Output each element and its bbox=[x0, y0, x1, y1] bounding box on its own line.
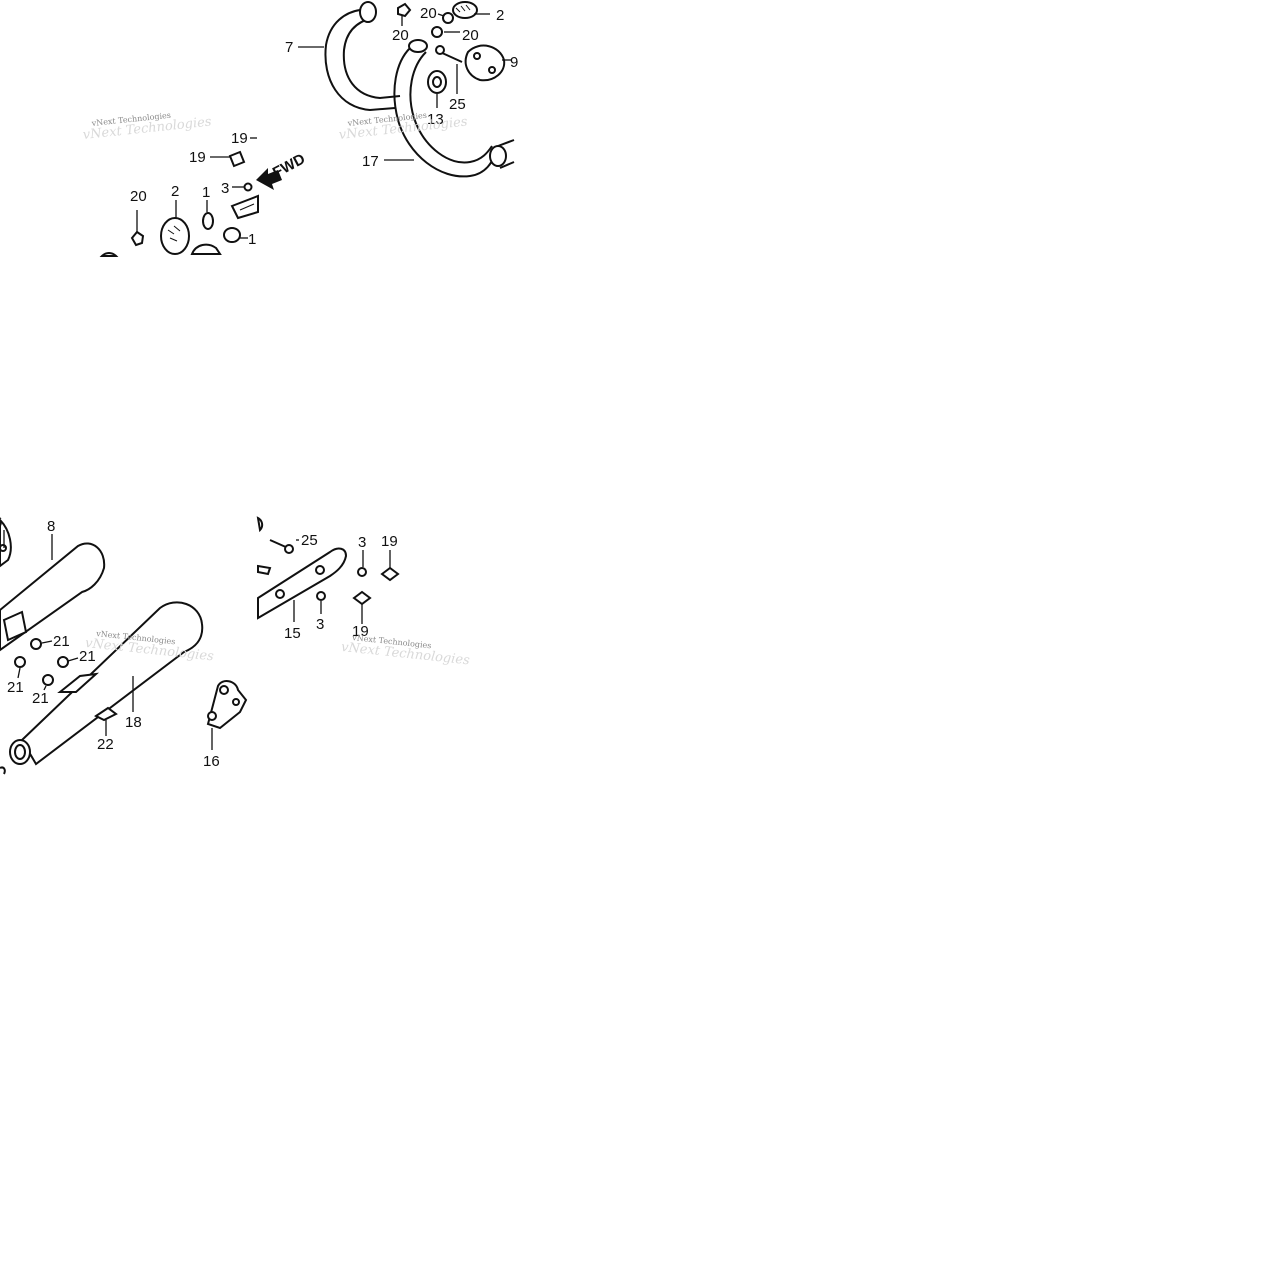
callout-6: 6 bbox=[0, 514, 2, 531]
nut-21-c bbox=[14, 656, 26, 668]
gasket-2-partial bbox=[99, 243, 222, 257]
callout-13: 13 bbox=[427, 111, 444, 128]
bolt-25-top bbox=[435, 45, 463, 63]
pipe-stub bbox=[230, 194, 259, 220]
callout-22: 22 bbox=[97, 736, 114, 753]
callout-3-right-a: 3 bbox=[358, 534, 366, 551]
joint-collar-13 bbox=[427, 70, 447, 94]
callout-25-right: 25 bbox=[301, 532, 318, 549]
callout-16: 16 bbox=[203, 753, 220, 770]
pipe-15 bbox=[257, 547, 348, 620]
callout-20-top-a: 20 bbox=[420, 5, 437, 22]
callout-19-left-b: 19 bbox=[189, 149, 206, 166]
nut-20-top-c bbox=[431, 26, 443, 38]
ring-1-left-a bbox=[202, 212, 214, 230]
callout-1-left-b: 1 bbox=[248, 231, 256, 248]
muffler-18 bbox=[0, 601, 204, 775]
gasket-2-top bbox=[452, 1, 478, 19]
callout-20-top-c: 20 bbox=[462, 27, 479, 44]
callout-1-left-a: 1 bbox=[202, 184, 210, 201]
callout-3-right-b: 3 bbox=[316, 616, 324, 633]
exhaust-pipe-17 bbox=[393, 39, 515, 178]
callout-21-d: 21 bbox=[32, 690, 49, 707]
nut-21-b bbox=[57, 656, 69, 668]
nut-21-a bbox=[30, 638, 42, 650]
bolt-25-right bbox=[256, 516, 294, 554]
nut-3-right-a bbox=[357, 567, 367, 577]
callout-17: 17 bbox=[362, 153, 379, 170]
fwd-label: FWD bbox=[270, 150, 308, 181]
callout-8: 8 bbox=[47, 518, 55, 535]
callout-9-top: 9 bbox=[510, 54, 518, 71]
callout-19-right-b: 19 bbox=[352, 623, 369, 640]
callout-20-left: 20 bbox=[130, 188, 147, 205]
nut-20-left bbox=[130, 230, 145, 247]
flange-9 bbox=[464, 44, 506, 82]
nut-3-right-b bbox=[316, 591, 326, 601]
callout-20-top-b: 20 bbox=[392, 27, 409, 44]
fwd-arrow-icon: FWD bbox=[256, 150, 308, 190]
callout-2-left: 2 bbox=[171, 183, 179, 200]
callout-19-left-a: 19 bbox=[231, 130, 248, 147]
bolt-19-right-a bbox=[380, 566, 400, 582]
callout-25-top: 25 bbox=[449, 96, 466, 113]
callout-18: 18 bbox=[125, 714, 142, 731]
callout-2-top: 2 bbox=[496, 7, 504, 24]
callout-3-left: 3 bbox=[221, 180, 229, 197]
watermark-4: vNext Technologies vNext Technologies bbox=[340, 633, 470, 668]
nut-20-top-b bbox=[442, 12, 454, 24]
bolt-19-right-b bbox=[352, 590, 372, 606]
bolt-19-left bbox=[228, 150, 246, 168]
nut-21-d bbox=[42, 674, 54, 686]
callout-21-b: 21 bbox=[79, 648, 96, 665]
callout-19-right-a: 19 bbox=[381, 533, 398, 550]
callout-21-c: 21 bbox=[7, 679, 24, 696]
callout-15: 15 bbox=[284, 625, 301, 642]
watermark-1: vNext Technologies vNext Technologies bbox=[82, 111, 212, 143]
bracket-16 bbox=[206, 680, 248, 730]
washer-22 bbox=[94, 706, 118, 722]
nut-20-top-a bbox=[397, 2, 412, 18]
nut-3-left bbox=[243, 182, 253, 192]
callout-21-a: 21 bbox=[53, 633, 70, 650]
gasket-2-left bbox=[160, 217, 190, 255]
ring-1-left-b bbox=[223, 227, 241, 243]
exhaust-pipe-7 bbox=[324, 1, 401, 112]
callout-7: 7 bbox=[285, 39, 293, 56]
